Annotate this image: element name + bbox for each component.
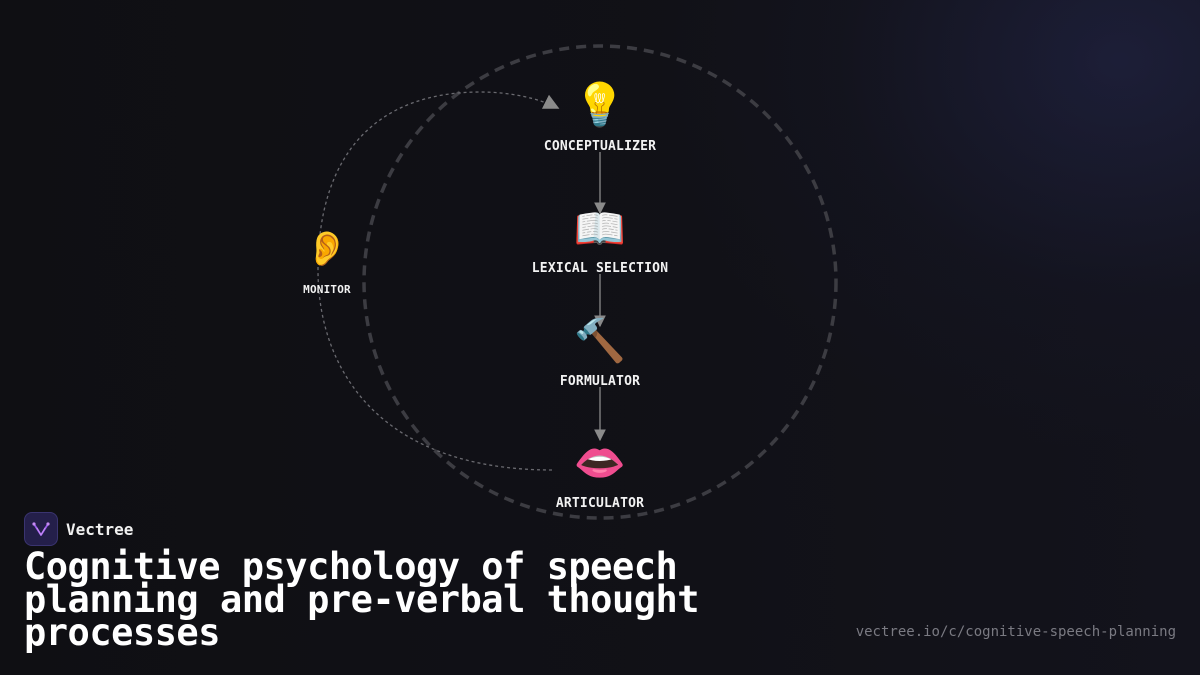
open-book-icon: 📖 — [573, 204, 627, 253]
conceptualizer-label: CONCEPTUALIZER — [543, 139, 657, 154]
hammer-icon: 🔨 — [573, 316, 627, 365]
lightbulb-icon: 💡 — [573, 80, 627, 129]
vectree-logo-icon — [24, 512, 58, 546]
brand-name: Vectree — [66, 519, 134, 539]
lexical-selection-label: LEXICAL SELECTION — [531, 261, 669, 276]
monitor-feedback-loop — [317, 91, 560, 471]
source-url: vectree.io/c/cognitive-speech-planning — [855, 624, 1176, 640]
ear-icon: 👂 — [305, 229, 349, 269]
process-cycle-ring — [362, 44, 838, 520]
articulator-label: ARTICULATOR — [555, 496, 645, 511]
monitor-label: MONITOR — [303, 283, 351, 296]
formulator-label: FORMULATOR — [559, 374, 641, 389]
mouth-icon: 👄 — [573, 438, 627, 487]
brand: Vectree — [24, 512, 133, 546]
page-title: Cognitive psychology of speech planning … — [24, 545, 700, 654]
